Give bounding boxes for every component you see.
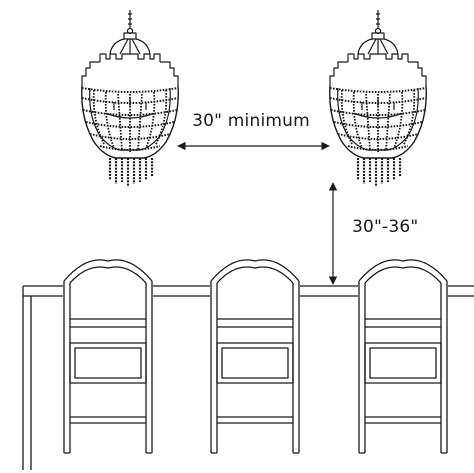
bar-chair	[210, 259, 300, 473]
pendant-chandelier	[328, 8, 428, 188]
pendant-chandelier	[80, 8, 180, 188]
bar-chair	[358, 259, 448, 473]
horizontal-dimension-label: 30" minimum	[192, 111, 310, 131]
bar-chair	[63, 259, 153, 473]
vertical-dimension-label: 30"-36"	[352, 217, 418, 237]
